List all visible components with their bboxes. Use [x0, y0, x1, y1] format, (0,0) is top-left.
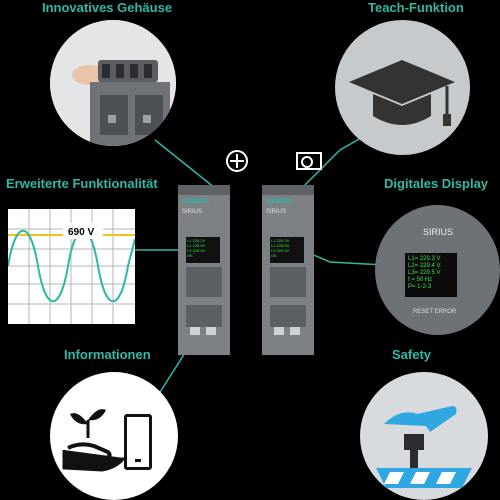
device-right-brand: SIEMENS — [266, 199, 294, 205]
device-right: SIEMENS SIRIUS L1 229.2V L2 228.8V L3 22… — [262, 185, 314, 355]
label-teach-funktion: Teach-Funktion — [368, 0, 464, 15]
label-innovatives-gehaeuse: Innovatives Gehäuse — [42, 0, 173, 15]
label-safety: Safety — [392, 347, 432, 362]
label-informationen: Informationen — [64, 347, 151, 362]
display-zoom-circle: SIRIUS L1= 229.3 V L2= 229.4 V L3= 229.5… — [375, 205, 500, 335]
teach-circle — [335, 20, 470, 155]
sine-chart: 690 V — [7, 209, 136, 324]
plus-circle-icon — [226, 150, 248, 172]
device-left-product: SIRIUS — [182, 209, 203, 215]
smartphone-icon — [124, 414, 152, 470]
sine-wave — [7, 230, 136, 302]
label-erweiterte-funktionalitaet: Erweiterte Funktionalität — [6, 176, 158, 191]
informationen-circle — [50, 372, 178, 500]
device-right-button-1[interactable] — [274, 327, 284, 335]
device-left-button-1[interactable] — [190, 327, 200, 335]
display-zoom-product: SIRIUS — [423, 227, 454, 237]
safety-circle — [360, 372, 488, 500]
display-zoom-footer: RESET ERROR — [413, 309, 457, 315]
device-right-button-2[interactable] — [290, 327, 300, 335]
device-left-button-2[interactable] — [206, 327, 216, 335]
gehaeuse-circle — [50, 20, 176, 146]
plant-hand-icon — [62, 409, 126, 472]
display-zoom-screen: L1= 229.3 V L2= 229.4 V L3= 229.5 V f = … — [405, 253, 457, 297]
threshold-label: 690 V — [68, 227, 94, 238]
connector-gehaeuse — [154, 139, 216, 189]
sine-chart-panel: 690 V — [7, 209, 136, 324]
device-right-product: SIRIUS — [266, 209, 287, 215]
device-left-display: L1 229.2V L2 228.8V L3 229.5V OK — [186, 237, 220, 263]
graduation-cap-icon — [349, 60, 455, 126]
device-left-brand: SIEMENS — [182, 199, 210, 205]
safety-hand-icon — [376, 406, 472, 488]
device-right-display: L1 229.2V L2 228.8V L3 229.5V OK — [270, 237, 304, 263]
device-left: SIEMENS SIRIUS L1 229.2V L2 228.8V L3 22… — [178, 185, 230, 355]
square-circle-icon — [296, 152, 322, 170]
housing-photo — [50, 20, 176, 146]
label-digitales-display: Digitales Display — [384, 176, 489, 191]
